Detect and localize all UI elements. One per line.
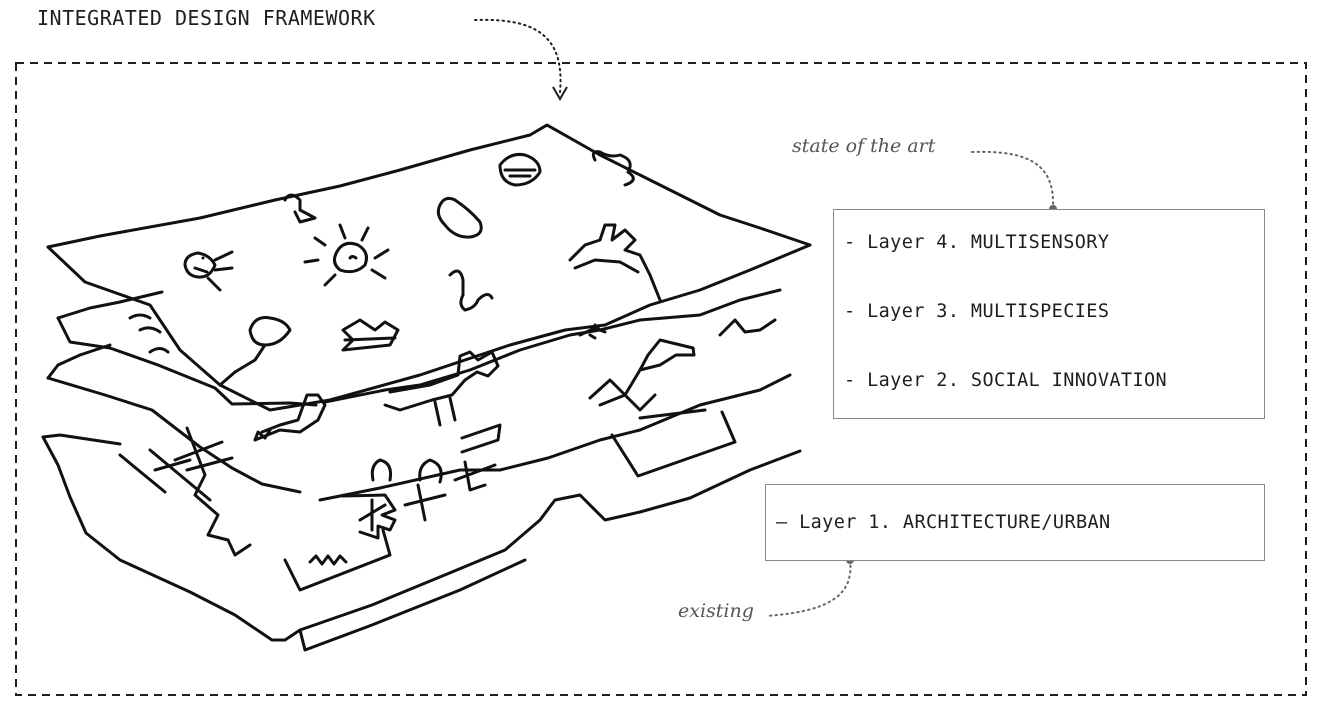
layer-1-plan-sheet <box>41 408 802 652</box>
layer-3-label: - Layer 3. MULTISPECIES <box>844 301 1110 322</box>
existing-box: – Layer 1. ARCHITECTURE/URBAN <box>765 484 1265 561</box>
layer-4-multisensory-sheet <box>46 123 812 412</box>
annotation-state-of-the-art: state of the art <box>792 135 936 157</box>
state-of-the-art-box: - Layer 4. MULTISENSORY - Layer 3. MULTI… <box>833 209 1265 419</box>
layer-4-label: - Layer 4. MULTISENSORY <box>844 232 1110 253</box>
state-of-the-art-connector <box>971 150 1055 209</box>
layer-2-label: - Layer 2. SOCIAL INNOVATION <box>844 370 1168 391</box>
layer-1-label: – Layer 1. ARCHITECTURE/URBAN <box>776 512 1111 533</box>
title-arrow-head <box>552 86 568 101</box>
annotation-existing: existing <box>678 600 754 622</box>
diagram-title: INTEGRATED DESIGN FRAMEWORK <box>37 6 376 30</box>
framework-frame <box>15 62 1307 696</box>
title-arrow <box>474 18 562 93</box>
layer-2-social-sheet <box>46 343 792 557</box>
existing-connector <box>765 559 852 617</box>
layer-stack-sketch <box>41 123 812 652</box>
layer-3-multispecies-sheet <box>56 288 782 442</box>
